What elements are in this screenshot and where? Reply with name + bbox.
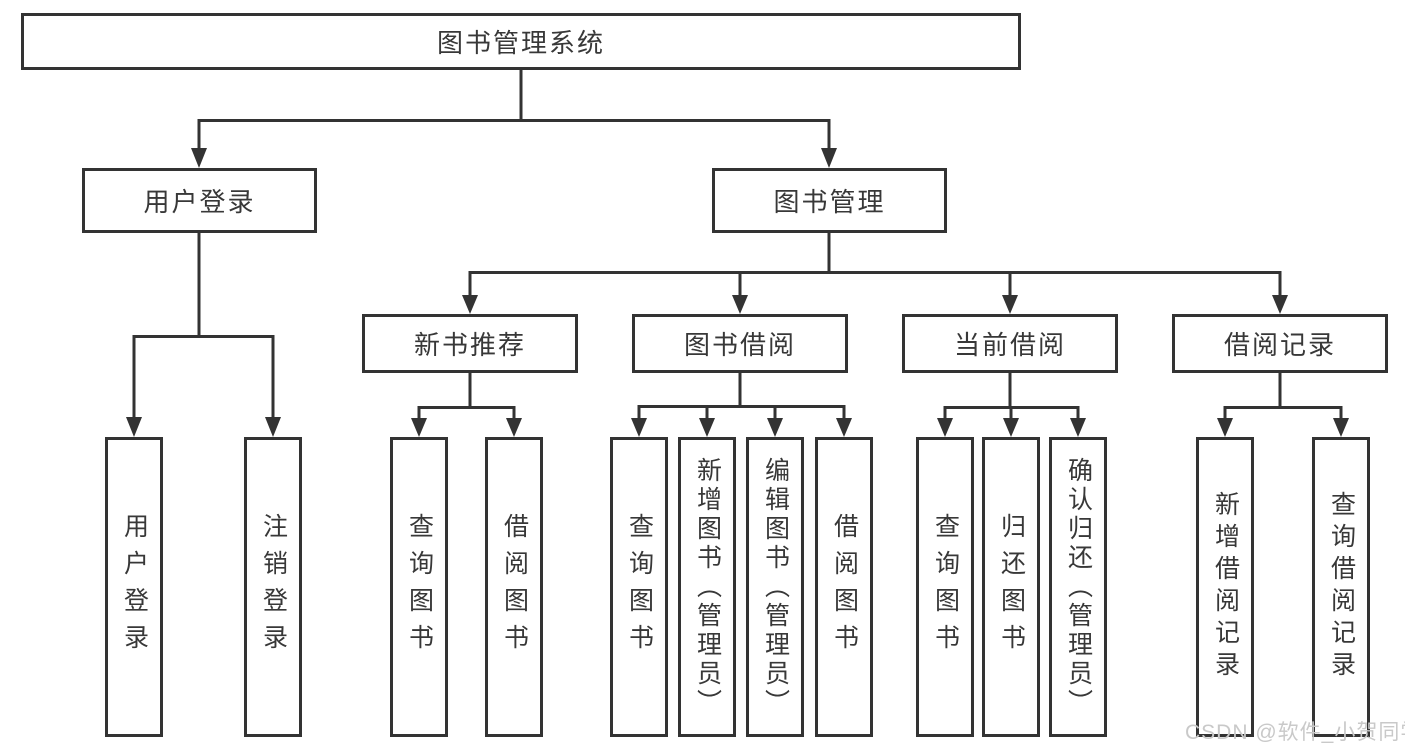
arrowhead-leaf-query-record xyxy=(1333,418,1349,437)
node-current-borrow-label: 当前借阅 xyxy=(953,330,1066,360)
arrowhead-leaf-edit-book xyxy=(767,418,783,437)
leaf-query-book-current: 查询图书 xyxy=(916,437,974,737)
leaf-add-record: 新增借阅记录 xyxy=(1196,437,1254,737)
node-user-login: 用户登录 xyxy=(82,168,317,233)
leaf-user-login: 用户登录 xyxy=(105,437,163,737)
arrowhead-leaf-return-book xyxy=(1003,418,1019,437)
leaf-confirm-return: 确认归还（管理员） xyxy=(1049,437,1107,737)
node-current-borrow: 当前借阅 xyxy=(902,314,1118,373)
arrowhead-leaf-query-rec xyxy=(411,418,427,437)
leaf-edit-book-label: 编辑图书（管理员） xyxy=(761,456,790,718)
arrowhead-new-book-rec xyxy=(462,295,478,314)
leaf-borrow-book-rec-label: 借阅图书 xyxy=(500,513,529,661)
arrowhead-book-mgmt xyxy=(821,148,837,168)
arrowhead-leaf-add-book xyxy=(699,418,715,437)
node-root-label: 图书管理系统 xyxy=(436,28,605,58)
node-borrow-record: 借阅记录 xyxy=(1172,314,1388,373)
leaf-query-book-borrow: 查询图书 xyxy=(610,437,668,737)
arrowhead-user-login xyxy=(191,148,207,168)
arrowhead-leaf-borrow-book xyxy=(836,418,852,437)
leaf-borrow-book-borrow: 借阅图书 xyxy=(815,437,873,737)
leaf-logout: 注销登录 xyxy=(244,437,302,737)
arrowhead-leaf-add-record xyxy=(1217,418,1233,437)
node-book-borrow-label: 图书借阅 xyxy=(683,330,796,360)
arrowhead-leaf-user-login xyxy=(126,417,142,437)
leaf-query-record: 查询借阅记录 xyxy=(1312,437,1370,737)
node-book-mgmt: 图书管理 xyxy=(712,168,947,233)
arrowhead-leaf-query-current xyxy=(937,418,953,437)
leaf-add-book: 新增图书（管理员） xyxy=(678,437,736,737)
node-new-book-rec-label: 新书推荐 xyxy=(413,330,526,360)
leaf-return-book-label: 归还图书 xyxy=(997,513,1026,661)
arrowhead-book-borrow xyxy=(732,295,748,314)
leaf-edit-book: 编辑图书（管理员） xyxy=(746,437,804,737)
arrowhead-borrow-record xyxy=(1272,295,1288,314)
arrowhead-leaf-confirm-return xyxy=(1070,418,1086,437)
node-root: 图书管理系统 xyxy=(21,13,1021,70)
watermark: CSDN @软件_小贺同学 xyxy=(1185,721,1405,744)
leaf-return-book: 归还图书 xyxy=(982,437,1040,737)
leaf-add-record-label: 新增借阅记录 xyxy=(1211,491,1240,683)
arrowhead-leaf-borrow-rec xyxy=(506,418,522,437)
node-book-mgmt-label: 图书管理 xyxy=(773,187,886,217)
leaf-borrow-book-rec: 借阅图书 xyxy=(485,437,543,737)
leaf-query-book-rec: 查询图书 xyxy=(390,437,448,737)
arrowhead-leaf-query-borrow xyxy=(631,418,647,437)
leaf-confirm-return-label: 确认归还（管理员） xyxy=(1064,456,1093,718)
leaf-query-book-current-label: 查询图书 xyxy=(931,513,960,661)
node-new-book-rec: 新书推荐 xyxy=(362,314,578,373)
leaf-query-book-borrow-label: 查询图书 xyxy=(625,513,654,661)
leaf-borrow-book-borrow-label: 借阅图书 xyxy=(830,513,859,661)
leaf-add-book-label: 新增图书（管理员） xyxy=(693,456,722,718)
arrowhead-current-borrow xyxy=(1002,295,1018,314)
leaf-query-book-rec-label: 查询图书 xyxy=(405,513,434,661)
node-user-login-label: 用户登录 xyxy=(143,187,256,217)
node-book-borrow: 图书借阅 xyxy=(632,314,848,373)
node-borrow-record-label: 借阅记录 xyxy=(1223,330,1336,360)
leaf-user-login-label: 用户登录 xyxy=(120,513,149,661)
leaf-logout-label: 注销登录 xyxy=(259,513,288,661)
arrowhead-leaf-logout xyxy=(265,417,281,437)
leaf-query-record-label: 查询借阅记录 xyxy=(1327,491,1356,683)
